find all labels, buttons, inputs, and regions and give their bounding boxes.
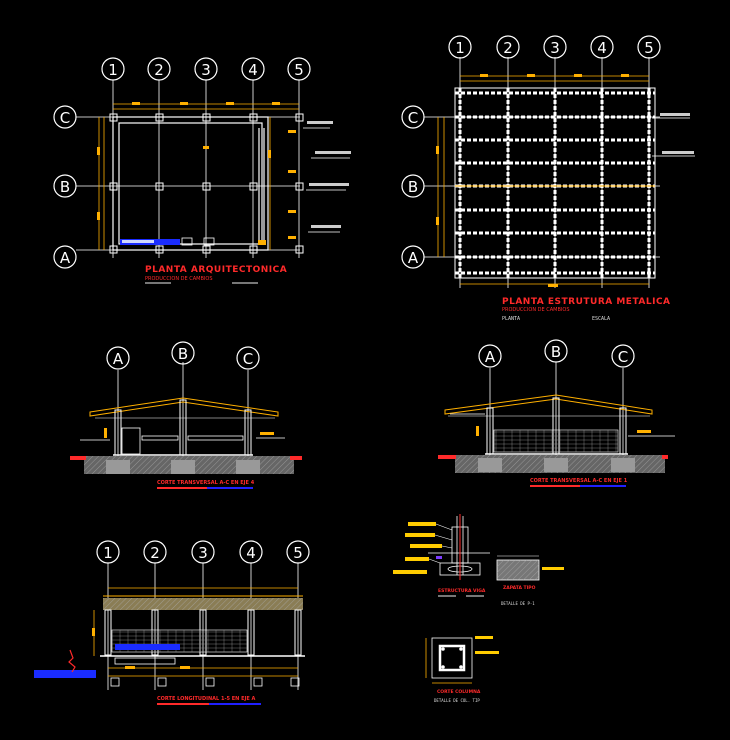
grid-axis-bubbles-struct — [401, 35, 661, 269]
section-1-underline — [157, 487, 253, 489]
grid-label-3: 3 — [550, 39, 560, 57]
grid-label-2: 2 — [503, 39, 513, 57]
grid-label-3: 3 — [201, 61, 211, 79]
grid-label-4: 4 — [248, 61, 258, 79]
grid-label-a: A — [60, 249, 71, 267]
grid-label-1: 1 — [455, 39, 465, 57]
grid-label-b: B — [408, 178, 418, 196]
grid-label-a: A — [113, 350, 124, 368]
footing-detail — [496, 555, 564, 581]
grid-label-3: 3 — [198, 544, 208, 562]
grid-axis-bubbles-sec2 — [478, 339, 635, 368]
arch-plan-subtitle: PRODUCCION DE CAMBIOS — [145, 276, 213, 282]
grid-axis-bubbles-sec1 — [106, 341, 260, 370]
struct-plan-subtitle: PRODUCCION DE CAMBIOS — [502, 307, 570, 313]
arch-plan-scale-bars — [145, 282, 258, 284]
cross-section-2 — [438, 362, 675, 473]
column-section-title: CORTE COLUMNA — [437, 689, 481, 695]
column-detail-scale-bars — [438, 595, 484, 597]
grid-label-b: B — [551, 343, 561, 361]
section-2-underline — [530, 485, 626, 487]
section-3-title: CORTE LONGITUDINAL 1-5 EN EJE A — [157, 696, 256, 702]
grid-label-c: C — [243, 350, 253, 368]
column-section-subtitle: DETALLE DE COL. TIP — [434, 698, 480, 703]
section-2-title: CORTE TRANSVERSAL A-C EN EJE 1 — [530, 478, 628, 484]
section-3-underline — [157, 703, 261, 705]
grid-label-b: B — [60, 178, 70, 196]
grid-label-4: 4 — [597, 39, 607, 57]
column-section-detail — [425, 636, 499, 684]
column-detail — [393, 514, 490, 580]
architectural-plan — [76, 80, 351, 258]
section-1-title: CORTE TRANSVERSAL A-C EN EJE 4 — [157, 480, 255, 486]
struct-plan-scale-right: ESCALA — [592, 316, 610, 322]
grid-label-5: 5 — [293, 544, 303, 562]
grid-label-2: 2 — [154, 61, 164, 79]
grid-label-2: 2 — [150, 544, 160, 562]
grid-axis-bubbles-sec3 — [96, 540, 310, 564]
struct-plan-title: PLANTA ESTRUTURA METALICA — [502, 297, 671, 307]
grid-label-c: C — [60, 109, 70, 127]
grid-label-1: 1 — [103, 544, 113, 562]
grid-label-1: 1 — [108, 61, 118, 79]
grid-label-c: C — [408, 109, 418, 127]
structural-plan — [424, 57, 695, 288]
grid-label-5: 5 — [294, 61, 304, 79]
longitudinal-section — [34, 563, 305, 690]
grid-label-4: 4 — [246, 544, 256, 562]
struct-plan-scale-left: PLANTA — [502, 316, 520, 322]
grid-label-a: A — [485, 348, 496, 366]
grid-axis-bubbles-arch — [53, 57, 311, 269]
grid-label-5: 5 — [644, 39, 654, 57]
column-detail-title: ESTRUCTURA VIGA — [438, 588, 486, 594]
grid-label-b: B — [178, 345, 188, 363]
grid-label-c: C — [618, 348, 628, 366]
footing-detail-subtitle: DETALLE DE P-1 — [501, 601, 535, 606]
footing-detail-title: ZAPATA TIPO — [503, 585, 536, 591]
cross-section-1 — [70, 362, 302, 474]
arch-plan-title: PLANTA ARQUITECTONICA — [145, 265, 287, 275]
grid-label-a: A — [408, 249, 419, 267]
